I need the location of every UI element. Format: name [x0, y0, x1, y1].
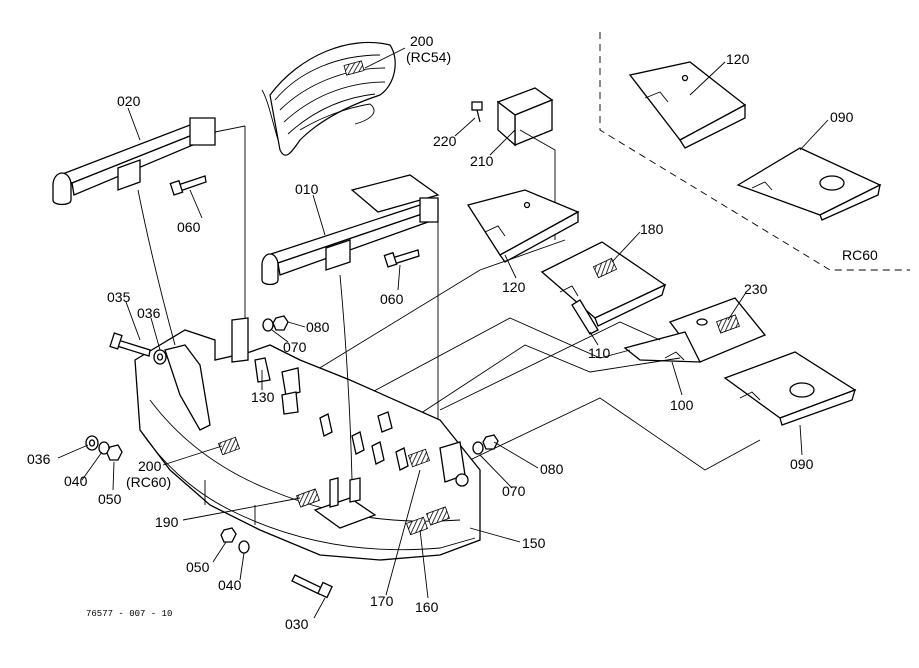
arm-020: [52, 117, 246, 206]
label-050-b: 050: [186, 559, 210, 575]
nut-050-a: [106, 444, 123, 461]
washer-070-a: [262, 318, 274, 332]
plate-110-180: [540, 241, 667, 335]
label-036-a: 036: [137, 305, 161, 321]
label-070-a: 070: [283, 339, 307, 355]
label-150: 150: [522, 535, 546, 551]
label-080-b: 080: [540, 461, 564, 477]
rc60-boundary: [599, 32, 910, 271]
label-230: 230: [744, 281, 768, 297]
hardware-035: [109, 332, 151, 357]
cover-120-b: [466, 189, 580, 263]
nut-080-b: [482, 434, 499, 450]
rc54-shroud: [261, 41, 396, 156]
label-020: 020: [117, 93, 141, 109]
label-040-a: 040: [64, 473, 88, 489]
label-010: 010: [295, 181, 319, 197]
assembly-leaders: [244, 126, 761, 471]
label-090-a: 090: [830, 109, 854, 125]
label-190: 190: [155, 514, 179, 530]
label-090-b: 090: [790, 456, 814, 472]
label-100: 100: [670, 397, 694, 413]
bolt-060-a: [169, 175, 207, 196]
nut-050-b: [220, 527, 237, 543]
washer-036-a: [153, 349, 167, 365]
part-labels: 020 200 (RC54) 120 090 220 210 060 010 1…: [27, 33, 878, 632]
label-060-b: 060: [380, 291, 404, 307]
label-rc60-a: RC60: [842, 247, 878, 263]
label-060-a: 060: [177, 219, 201, 235]
label-130: 130: [251, 389, 275, 405]
label-110: 110: [588, 345, 611, 361]
label-200-b: 200: [138, 458, 162, 474]
label-220: 220: [433, 133, 457, 149]
cover-120-a: [628, 61, 747, 149]
cable-mid: [339, 274, 353, 481]
bolt-030: [291, 574, 333, 599]
drawing-code: 76577 - 007 - 10: [86, 609, 172, 619]
nut-080-a: [272, 315, 289, 331]
plate-100-230: [623, 297, 767, 363]
label-080-a: 080: [306, 319, 330, 335]
label-160: 160: [415, 599, 439, 615]
label-rc54: (RC54): [406, 49, 451, 65]
label-036-b: 036: [27, 451, 51, 467]
callout-leaders: [57, 47, 829, 619]
label-180: 180: [640, 221, 664, 237]
label-120-a: 120: [726, 51, 750, 67]
label-210: 210: [470, 153, 494, 169]
washer-036-b: [85, 435, 99, 451]
label-070-b: 070: [502, 483, 526, 499]
cover-090-b: [723, 351, 857, 426]
label-120-b: 120: [502, 279, 526, 295]
label-030: 030: [285, 616, 309, 632]
cover-090-a: [736, 147, 882, 221]
washer-070-b: [472, 441, 484, 455]
mower-deck: [134, 317, 481, 561]
label-200-a: 200: [410, 33, 434, 49]
label-040-b: 040: [218, 577, 242, 593]
washer-040-b: [238, 540, 250, 554]
arm-010: [261, 174, 440, 450]
cable-left: [137, 189, 176, 346]
label-rc60-b: (RC60): [126, 474, 171, 490]
label-050-a: 050: [98, 491, 122, 507]
bolt-060-b: [383, 249, 420, 268]
bolt-220: [471, 101, 483, 123]
label-035: 035: [107, 289, 131, 305]
label-170: 170: [370, 593, 394, 609]
